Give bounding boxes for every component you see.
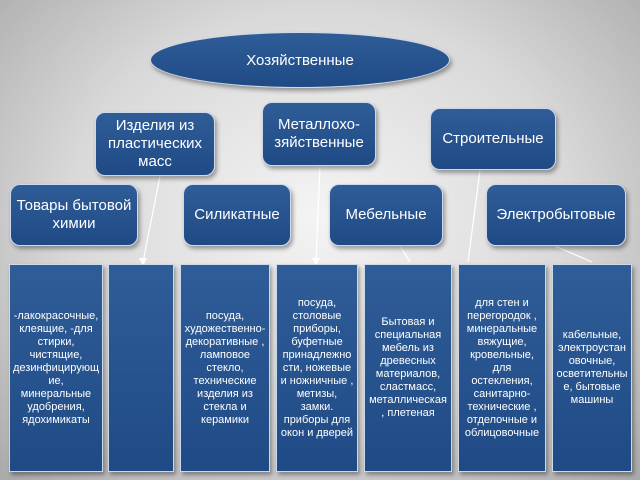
category-label: Силикатные: [194, 206, 280, 223]
column-text: -лакокрасочные, клеящие, -для стирки, чи…: [13, 309, 99, 426]
column-electrical: кабельные, электроустановочные, осветите…: [552, 264, 632, 472]
column-plastics: [108, 264, 174, 472]
category-label: Мебельные: [345, 206, 427, 223]
column-text: для стен и перегородок , минеральные вяж…: [464, 296, 540, 439]
category-plastics: Изделия из пластических масс: [95, 112, 215, 176]
root-node: Хозяйственные: [150, 32, 450, 88]
column-chemicals: -лакокрасочные, клеящие, -для стирки, чи…: [9, 264, 103, 472]
column-text: Бытовая и специальная мебель из древесны…: [369, 316, 447, 419]
column-text: посуда, художественно-декоративные , лам…: [184, 309, 266, 426]
category-furniture: Мебельные: [329, 184, 443, 246]
category-metal: Металлохо-зяйственные: [262, 102, 376, 166]
category-construction: Строительные: [430, 108, 556, 170]
category-electrical: Электробытовые: [486, 184, 626, 246]
root-label: Хозяйственные: [246, 51, 354, 69]
category-chemicals: Товары бытовой химии: [10, 184, 138, 246]
column-text: кабельные, электроустановочные, осветите…: [556, 329, 628, 406]
category-label: Металлохо-зяйственные: [274, 116, 364, 151]
column-metal: посуда, столовые приборы, буфетные прина…: [276, 264, 358, 472]
category-label: Строительные: [442, 130, 544, 147]
category-label: Электробытовые: [496, 206, 616, 223]
column-silicate: посуда, художественно-декоративные , лам…: [180, 264, 270, 472]
column-furniture: Бытовая и специальная мебель из древесны…: [364, 264, 452, 472]
category-label: Изделия из пластических масс: [107, 117, 203, 170]
column-construction: для стен и перегородок , минеральные вяж…: [458, 264, 546, 472]
category-silicate: Силикатные: [183, 184, 291, 246]
category-label: Товары бытовой химии: [16, 197, 132, 232]
column-text: посуда, столовые приборы, буфетные прина…: [280, 296, 354, 439]
